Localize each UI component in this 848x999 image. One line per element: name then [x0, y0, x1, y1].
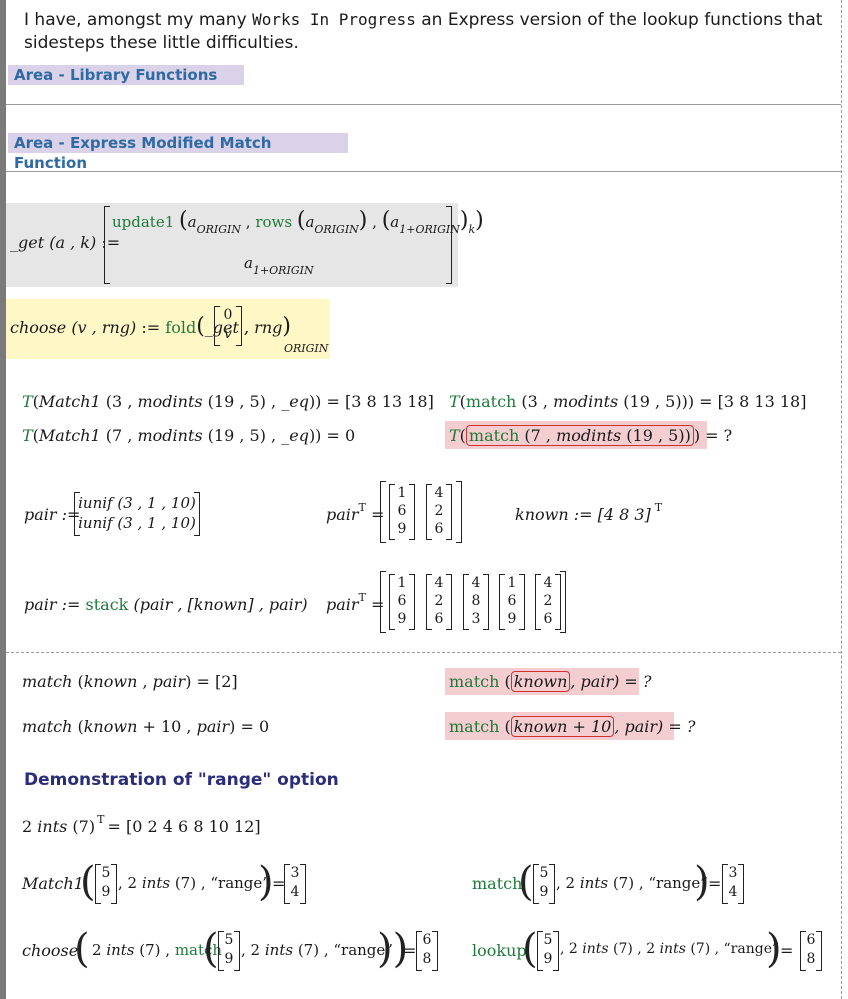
paren-close: )	[694, 859, 710, 905]
match1-range-args: , 2 ints (7) , “range”	[118, 874, 270, 892]
match1-eval-7[interactable]: T(Match1 (7 , modints (19 , 5) , _eq)) =…	[22, 426, 356, 445]
choose-range-first-arg: 2 ints (7) , match	[92, 941, 223, 959]
match-known-error[interactable]: match (known, pair) = ?	[449, 671, 652, 692]
eq: =	[708, 874, 722, 893]
eq: =	[272, 874, 286, 893]
eq: =	[403, 941, 417, 960]
paren-close: )	[766, 926, 782, 972]
choose-range-fn: choose	[22, 941, 79, 960]
area-express-match[interactable]: Area - Express Modified Match Function	[8, 133, 348, 172]
choose-definition-region[interactable]	[6, 299, 330, 359]
pair-def-lhs: pair :=	[24, 505, 81, 524]
match-eval-7-error[interactable]: T(match (7 , modints (19 , 5))) = ?	[449, 425, 733, 446]
pairT-label-1: pairT =	[326, 501, 385, 524]
match-eval-3[interactable]: T(match (3 , modints (19 , 5))) = [3 8 1…	[449, 392, 807, 411]
paren-open: (	[522, 926, 538, 972]
lookup-range-fn: lookup	[472, 941, 527, 960]
choose-rng-arg: , rng)	[244, 314, 291, 339]
paren-close-inner: ))	[377, 926, 409, 972]
match-known-result[interactable]: match (known , pair) = [2]	[22, 672, 238, 691]
paren-open: (	[80, 859, 96, 905]
area-divider	[6, 104, 841, 105]
pair-def-matrix[interactable]: iunif (3 , 1 , 10) iunif (3 , 1 , 10)	[74, 492, 200, 536]
area-divider	[6, 171, 841, 172]
match-range-args: , 2 ints (7) , “range”	[556, 874, 708, 892]
known-definition[interactable]: known := [4 8 3]T	[515, 501, 663, 524]
ints-transpose-result[interactable]: 2 ints (7)T = [0 2 4 6 8 10 12]	[22, 813, 261, 836]
get-definition-region[interactable]	[6, 203, 458, 287]
choose-origin-subscript: ORIGIN	[284, 342, 329, 355]
demo-section-title: Demonstration of "range" option	[24, 770, 339, 790]
lookup-range-args: , 2 ints (7) , 2 ints (7) , “range”	[560, 941, 780, 957]
choose-init-vector: 0 v	[214, 306, 242, 346]
match-known10-error-highlight	[445, 712, 674, 740]
get-lhs: _get (a , k) :=	[10, 233, 121, 252]
intro-paragraph: I have, amongst my many Works In Progres…	[24, 10, 823, 53]
paren-open: (	[74, 926, 90, 972]
match1-range-fn: Match1	[22, 874, 84, 893]
eq: =	[780, 941, 794, 960]
paren-open-inner: (	[203, 926, 219, 972]
get-body-matrix	[104, 206, 452, 284]
get-second-row: a1+ORIGIN	[244, 254, 314, 277]
area-library-functions[interactable]: Area - Library Functions	[8, 65, 244, 85]
paren-close: )	[258, 859, 274, 905]
page-right-boundary	[841, 0, 842, 999]
match1-eval-3[interactable]: T(Match1 (3 , modints (19 , 5) , _eq)) =…	[22, 392, 434, 411]
left-margin-bar	[0, 0, 6, 999]
get-update-expression: update1 (aORIGIN , rows (aORIGIN) , (a1+…	[112, 208, 484, 236]
match-known-error-highlight	[445, 668, 639, 695]
page-break-divider	[6, 652, 841, 653]
pairT-result-1	[380, 481, 462, 543]
match-known-plus10-result[interactable]: match (known + 10 , pair) = 0	[22, 717, 270, 736]
match-known10-error[interactable]: match (known + 10, pair) = ?	[449, 716, 696, 737]
choose-match-args: , 2 ints (7) , “range”	[241, 941, 393, 959]
pair-stack-definition[interactable]: pair := stack (pair , [known] , pair)	[24, 595, 308, 614]
pairT-result-2	[380, 571, 566, 633]
match-range-fn: match	[472, 874, 523, 893]
choose-lhs: choose (v , rng) := fold(_get ,	[10, 314, 250, 339]
pairT-label-2: pairT =	[326, 591, 385, 614]
match-error-highlight	[445, 421, 707, 449]
paren-open: (	[518, 859, 534, 905]
